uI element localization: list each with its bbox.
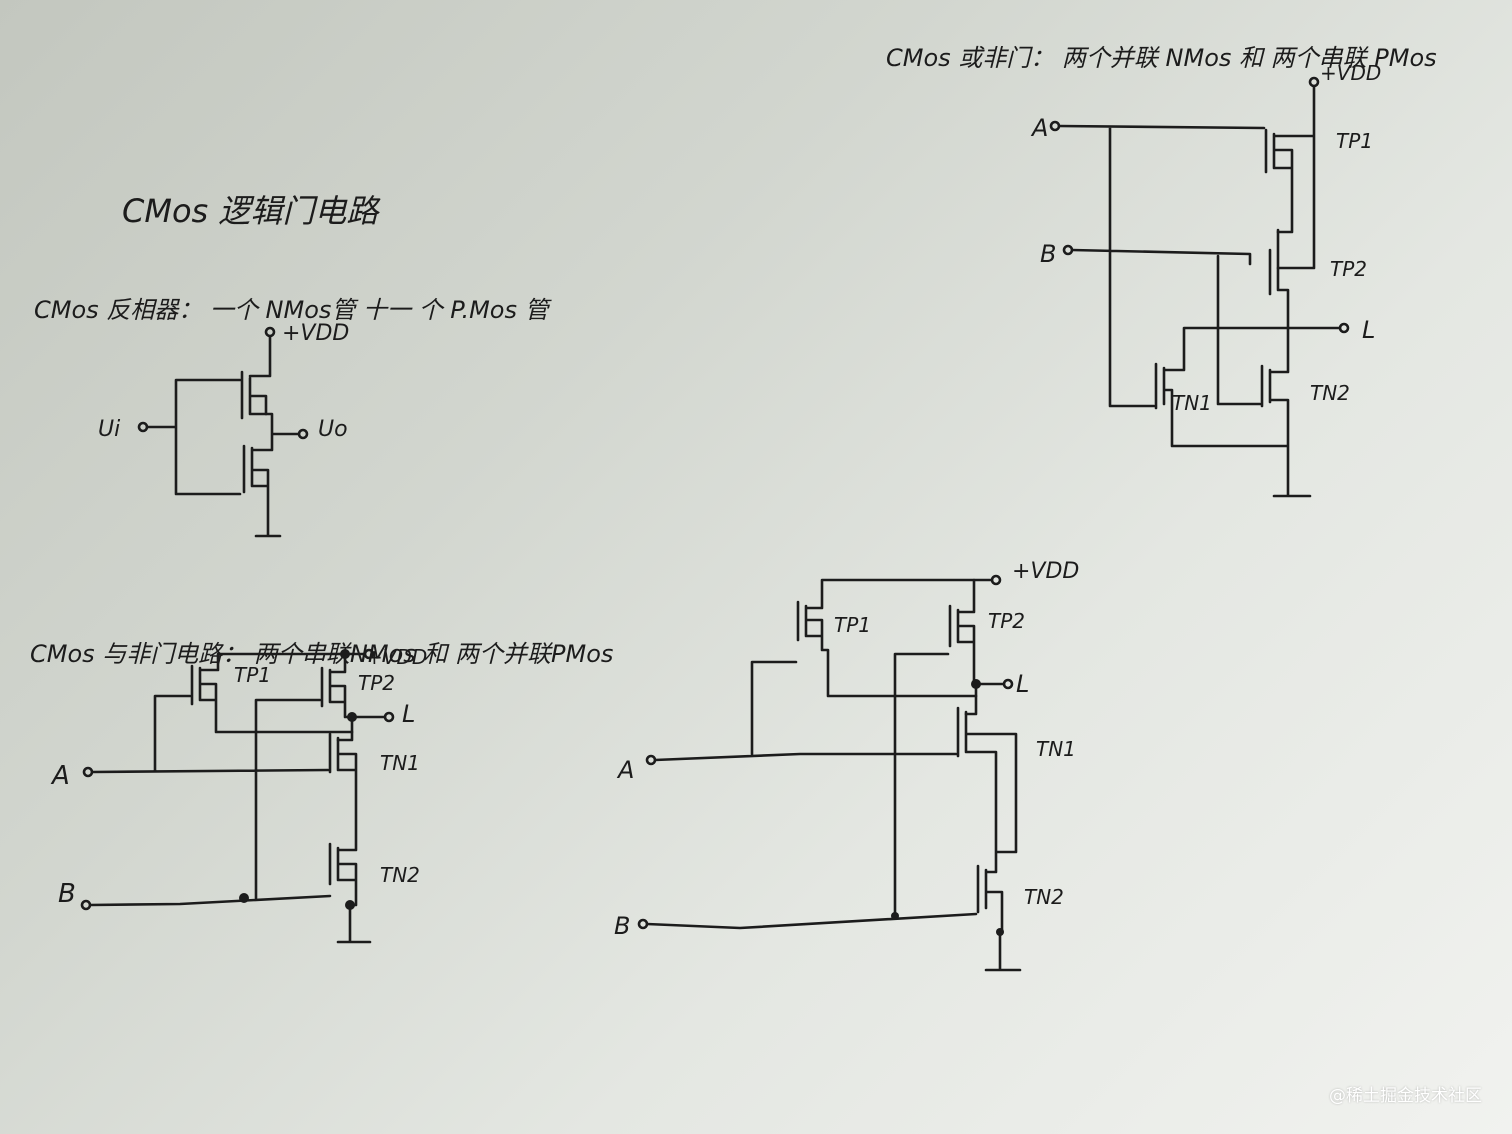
nor-tn1-label: TN1 [1172, 391, 1212, 415]
nand-alt-tn1-label: TN1 [1036, 737, 1076, 761]
nand-vdd-label: +VDD [366, 645, 427, 669]
page-title: CMos 逻辑门电路 [122, 192, 381, 230]
nor-output-label: L [1362, 316, 1375, 344]
nand-input-b-label: B [58, 879, 76, 909]
nand-tp1 [190, 652, 367, 734]
nand-alt-tp2-label: TP2 [988, 609, 1025, 633]
nor-tp1 [1264, 84, 1316, 270]
nand-tp2 [320, 652, 387, 742]
nand-output-label: L [402, 700, 415, 728]
nand-alt-input-b-label: B [614, 912, 630, 940]
nor-tp2-label: TP2 [1330, 257, 1367, 281]
nand-tn1-label: TN1 [380, 751, 420, 775]
nand-alt-output-label: L [1016, 670, 1029, 698]
nand-tn-stack [328, 732, 372, 944]
nor-circuit: CMos 或非门： 两个并联 NMos 和 两个串联 PMos +VDD TP1… [886, 44, 1437, 498]
nand-alt-input-a-label: A [616, 756, 634, 784]
nor-input-wiring [1057, 124, 1266, 408]
nor-heading: CMos 或非门： 两个并联 NMos 和 两个串联 PMos [886, 44, 1437, 72]
nor-tn2-label: TN2 [1310, 381, 1350, 405]
nand-alt-tp1-label: TP1 [834, 613, 871, 637]
nor-input-b-label: B [1040, 240, 1056, 268]
inverter-heading: CMos 反相器： 一个 NMos管 十一 个 P.Mos 管 [34, 296, 553, 324]
inverter-input-label: Ui [98, 417, 120, 442]
nand-tn2-label: TN2 [380, 863, 420, 887]
nand-input-a-label: A [50, 761, 70, 791]
inverter-gate-wiring [145, 378, 242, 496]
nand-alt-circuit: +VDD TP1 TP2 TN1 TN2 A B L [614, 559, 1079, 972]
nand-tp2-label: TP2 [358, 671, 395, 695]
nand-alt-input-wiring [645, 652, 978, 930]
nor-tp1-label: TP1 [1336, 129, 1373, 153]
nand-alt-tn2-label: TN2 [1024, 885, 1064, 909]
inverter-nmos-and-ground [242, 412, 301, 538]
nand-alt-tn-stack [956, 706, 1022, 972]
nand-alt-tp1 [796, 578, 994, 698]
nor-input-a-label: A [1030, 114, 1048, 142]
inverter-pmos [240, 334, 272, 420]
nor-tp2 [1268, 228, 1342, 330]
inverter-circuit: CMos 反相器： 一个 NMos管 十一 个 P.Mos 管 +VDD Ui … [34, 296, 553, 538]
nor-vdd-label: +VDD [1320, 61, 1381, 85]
nand-alt-tp2 [948, 578, 1006, 716]
watermark: @稀土掘金技术社区 [1329, 1086, 1482, 1106]
nor-tn-pair [1154, 326, 1312, 498]
nand-input-wiring [88, 694, 332, 907]
nand-alt-vdd-label: +VDD [1012, 559, 1079, 584]
inverter-vdd-label: +VDD [282, 321, 349, 346]
nand-circuit: CMos 与非门电路： 两个串联NMos 和 两个并联PMos +VDD TP1… [30, 640, 613, 944]
nand-tp1-label: TP1 [234, 663, 271, 687]
inverter-output-label: Uo [318, 417, 348, 442]
